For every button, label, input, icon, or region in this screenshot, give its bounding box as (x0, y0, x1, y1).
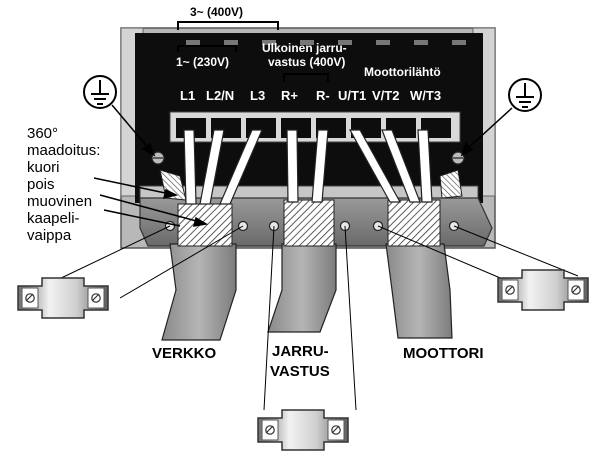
clamp-leader-lines (56, 225, 579, 411)
motor-cable (385, 199, 453, 339)
terminal-label: V/T2 (372, 88, 399, 103)
right-shield-wrap (439, 169, 463, 199)
cable-clamp-icon (17, 277, 109, 319)
cable-clamp-icon (497, 269, 589, 311)
wires (183, 129, 433, 205)
mains-cable (161, 203, 237, 341)
brake-supply-line2: vastus (400V) (268, 55, 345, 69)
three-phase-voltage-label: 3~ (400V) (190, 5, 243, 19)
grounding-note-line: kuori (27, 159, 60, 176)
terminal-label: U/T1 (338, 88, 366, 103)
terminal-label: R- (316, 88, 330, 103)
mains-cable-label: VERKKO (152, 345, 217, 362)
brake-cable-label-line2: VASTUS (270, 363, 330, 380)
grounding-note: 360° maadoitus: kuori pois muovinen kaap… (27, 125, 100, 244)
terminal-label: L2/N (206, 88, 234, 103)
brake-cable-label-line1: JARRU- (272, 343, 329, 360)
terminal-labels: L1 L2/N L3 R+ R- U/T1 V/T2 W/T3 (180, 88, 441, 103)
grounding-note-line: vaippa (27, 227, 72, 244)
cable-clamp-icon (257, 409, 349, 451)
grounding-note-line: muovinen (27, 193, 92, 210)
single-phase-voltage-label: 1~ (230V) (176, 55, 229, 69)
terminal-label: W/T3 (410, 88, 441, 103)
motor-cable-label: MOOTTORI (403, 345, 484, 362)
grounding-note-line: kaapeli- (27, 210, 80, 227)
grounding-note-line: pois (27, 176, 55, 193)
pointer-arrows (93, 104, 513, 227)
bracket-lines (177, 21, 329, 82)
terminal-label: L3 (250, 88, 265, 103)
brake-cable (267, 199, 337, 333)
terminal-label: R+ (281, 88, 298, 103)
brake-supply-line1: Ulkoinen jarru- (262, 41, 347, 55)
motor-output-label: Moottorilähtö (364, 65, 441, 79)
ground-icon (83, 75, 117, 109)
terminal-label: L1 (180, 88, 195, 103)
grounding-note-line: 360° (27, 125, 58, 142)
grounding-note-line: maadoitus: (27, 142, 100, 159)
ground-icon (508, 78, 542, 112)
